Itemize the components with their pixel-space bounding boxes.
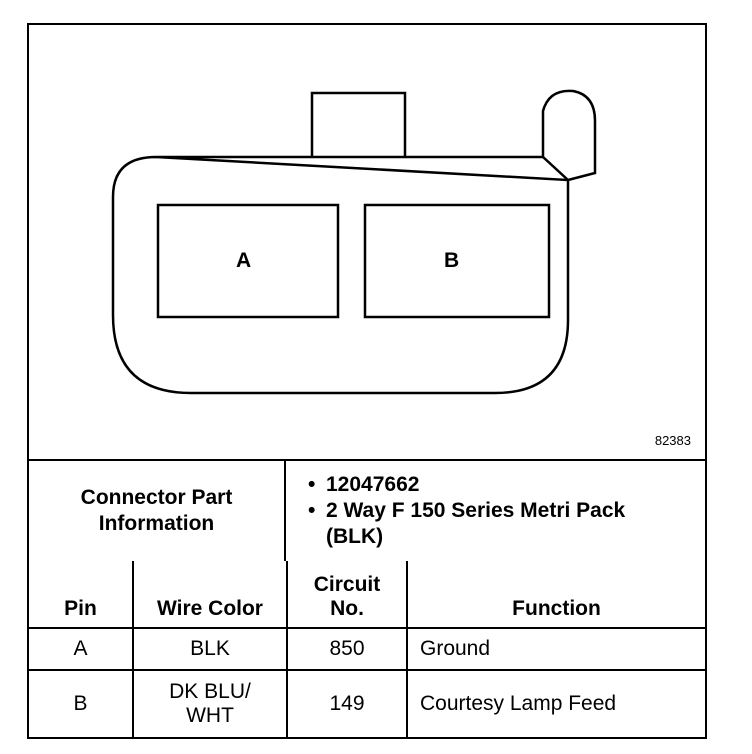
cell-wire-color: DK BLU/ WHT [132,669,288,737]
cell-circuit: 850 [286,627,408,671]
wire-color-line2: WHT [186,704,234,727]
pin-table: Pin Wire Color Circuit No. Function A BL… [29,561,705,737]
connector-body [111,89,597,395]
part-number: 12047662 [308,472,705,498]
connector-outline [111,89,597,395]
header-circuit: Circuit No. [286,561,408,629]
wire-color-line1: DK BLU/ [169,680,251,703]
header-circuit-line1: Circuit [313,573,381,596]
label-line: Information [98,512,215,535]
connector-drawing: A B 82383 [29,25,705,461]
header-pin: Pin [29,561,134,629]
cell-pin: B [29,669,134,737]
diagram-frame: A B 82383 Connector Part Information 120… [27,23,707,739]
cell-circuit: 149 [286,669,408,737]
cell-function: Ground [406,627,705,671]
pin-table-header: Pin Wire Color Circuit No. Function [29,561,705,629]
connector-part-info-label: Connector Part Information [29,459,286,561]
part-info-list: 12047662 2 Way F 150 Series Metri Pack (… [286,466,705,556]
connector-part-info-row: Connector Part Information 12047662 2 Wa… [29,459,705,561]
connector-part-info-values: 12047662 2 Way F 150 Series Metri Pack (… [284,459,705,561]
header-wire-color: Wire Color [132,561,288,629]
part-description: 2 Way F 150 Series Metri Pack (BLK) [308,498,626,550]
cavity-a-label: A [236,249,252,272]
cavity-b-label: B [444,249,460,272]
table-row: B DK BLU/ WHT 149 Courtesy Lamp Feed [29,669,705,737]
label-line: Connector Part [80,486,233,509]
cavity-b [363,203,551,319]
cell-function: Courtesy Lamp Feed [406,669,705,737]
figure-number: 82383 [654,433,691,448]
locking-tab [310,91,407,157]
cell-wire-color: BLK [132,627,288,671]
table-row: A BLK 850 Ground [29,627,705,671]
cell-pin: A [29,627,134,671]
header-function: Function [406,561,705,629]
connector-part-info-table: Connector Part Information 12047662 2 Wa… [29,459,705,561]
header-circuit-line2: No. [330,597,364,620]
cavity-a [156,203,340,319]
